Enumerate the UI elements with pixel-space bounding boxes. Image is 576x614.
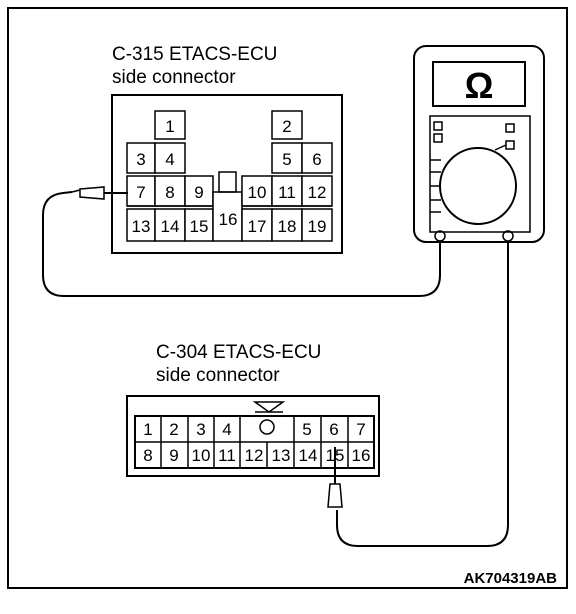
c315-pin-4 <box>154 142 186 174</box>
c304-connector: 1 2 3 4 5 6 7 8 9 10 11 12 13 14 15 16 <box>126 395 380 477</box>
c315-pin-label: 12 <box>308 183 327 202</box>
c315-pin-5 <box>271 142 303 174</box>
meter-body <box>413 45 545 243</box>
c315-pin-15 <box>184 208 214 242</box>
c315-pin-label: 19 <box>308 217 327 236</box>
c304-pin-label: 6 <box>329 420 338 439</box>
c304-title: C-304 ETACS-ECU <box>156 342 321 363</box>
c315-pin-17 <box>241 208 273 242</box>
c304-pin-label: 10 <box>192 446 211 465</box>
c315-pin-label: 1 <box>165 117 174 136</box>
meter-panel <box>429 115 531 233</box>
c315-latch <box>218 171 237 193</box>
c315-pin-label: 2 <box>282 117 291 136</box>
c315-pin-label: 13 <box>132 217 151 236</box>
c315-pin-label: 15 <box>190 217 209 236</box>
c315-pin-11 <box>271 175 303 207</box>
c304-pin-label: 9 <box>169 446 178 465</box>
c304-pin-label: 13 <box>272 446 291 465</box>
c304-subtitle: side connector <box>156 365 280 386</box>
c315-pin-6 <box>301 142 333 174</box>
c304-pin-label: 4 <box>222 420 231 439</box>
c304-pin-label: 3 <box>196 420 205 439</box>
c315-pin-1 <box>154 110 186 140</box>
c315-pin-label: 17 <box>248 217 267 236</box>
c315-pin-label: 6 <box>312 150 321 169</box>
c315-subtitle: side connector <box>112 67 236 88</box>
meter-dial <box>439 147 517 225</box>
c304-guide-hole <box>259 419 275 435</box>
c315-pin-label: 11 <box>278 183 296 202</box>
ohmmeter: Ω <box>413 45 545 243</box>
c315-pin-label: 10 <box>248 183 267 202</box>
c315-pin-label: 9 <box>194 183 203 202</box>
c315-connector: 1 2 3 4 5 6 7 8 9 10 11 12 13 14 15 16 1… <box>111 94 343 254</box>
c315-pin-9 <box>184 175 214 207</box>
c304-pin-label: 8 <box>143 446 152 465</box>
c304-lock-mark <box>252 401 286 413</box>
c315-pin-label: 5 <box>282 150 291 169</box>
c304-pin-label: 11 <box>218 446 236 465</box>
c315-title: C-315 ETACS-ECU <box>112 44 277 65</box>
c315-pin-7 <box>126 175 156 207</box>
c315-pin-18 <box>271 208 303 242</box>
test-lead-c304 <box>336 241 509 547</box>
c315-pin-label: 16 <box>219 210 238 229</box>
c304-pin-label: 14 <box>299 446 318 465</box>
c304-pin-label: 1 <box>143 420 152 439</box>
c315-pin-label: 7 <box>136 183 145 202</box>
c304-housing <box>126 395 380 477</box>
probe-c304 <box>327 447 343 508</box>
c304-pin-label: 7 <box>356 420 365 439</box>
c315-pin-label: 14 <box>161 217 180 236</box>
c315-pin-label: 8 <box>165 183 174 202</box>
meter-display <box>432 61 526 107</box>
c315-pin-19 <box>301 208 333 242</box>
c304-pin-label: 5 <box>302 420 311 439</box>
c304-pin-label: 16 <box>352 446 371 465</box>
c315-pin-2 <box>271 110 303 140</box>
c315-pin-label: 3 <box>136 150 145 169</box>
diagram-frame <box>7 7 568 589</box>
c315-pin-12 <box>301 175 333 207</box>
c315-pin-label: 18 <box>278 217 297 236</box>
probe-c315 <box>71 186 128 200</box>
test-lead-c315 <box>42 191 441 297</box>
ohm-symbol: Ω <box>465 65 494 106</box>
figure-code: AK704319AB <box>464 570 558 587</box>
c315-housing <box>111 94 343 254</box>
c304-pin-label: 12 <box>245 446 264 465</box>
c304-pin-label: 2 <box>169 420 178 439</box>
c315-pin-label: 4 <box>165 150 174 169</box>
